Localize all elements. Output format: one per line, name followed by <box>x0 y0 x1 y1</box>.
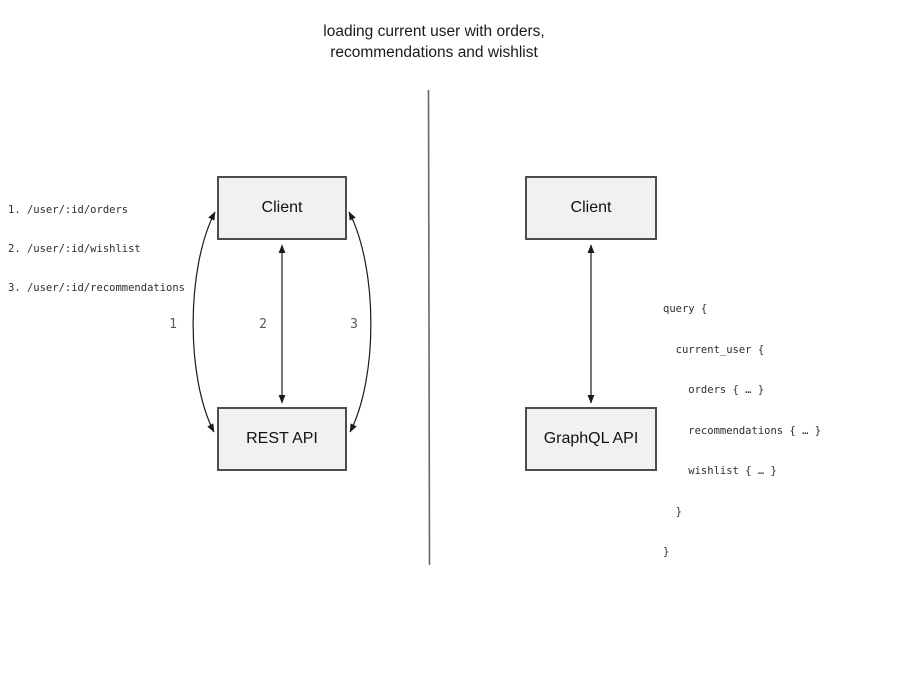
client-box-graphql-label: Client <box>570 199 612 216</box>
rest-endpoints-list: 1. /user/:id/orders 2. /user/:id/wishlis… <box>8 178 185 321</box>
query-line: } <box>663 505 682 518</box>
query-line: } <box>663 546 670 558</box>
diagram-title: loading current user with orders, recomm… <box>323 23 545 61</box>
rest-api-box-label: REST API <box>246 430 318 447</box>
endpoint-item: 2. /user/:id/wishlist <box>8 243 141 255</box>
graphql-api-box: GraphQL API <box>525 407 657 471</box>
arrow-label-3: 3 <box>350 317 358 332</box>
endpoint-item: 1. /user/:id/orders <box>8 204 129 216</box>
client-box-graphql: Client <box>525 176 657 240</box>
divider-line <box>427 89 431 566</box>
rest-api-box: REST API <box>217 407 347 471</box>
client-box-rest-label: Client <box>261 199 303 216</box>
query-line: current_user { <box>663 343 765 356</box>
query-line: orders { … } <box>663 384 765 396</box>
client-box-rest: Client <box>217 176 347 240</box>
query-line: recommendations { … } <box>663 424 822 437</box>
arrow-label-2: 2 <box>259 317 267 332</box>
query-line: query { <box>663 303 708 315</box>
graphql-query-snippet: query { current_user { orders { … } reco… <box>663 276 821 587</box>
rest-arrow-orders <box>192 211 216 433</box>
graphql-api-box-label: GraphQL API <box>543 430 639 447</box>
endpoint-item: 3. /user/:id/recommendations <box>8 282 186 294</box>
query-line: wishlist { … } <box>663 465 777 477</box>
arrow-label-1: 1 <box>169 317 177 332</box>
rest-arrow-recommendations <box>348 211 372 433</box>
